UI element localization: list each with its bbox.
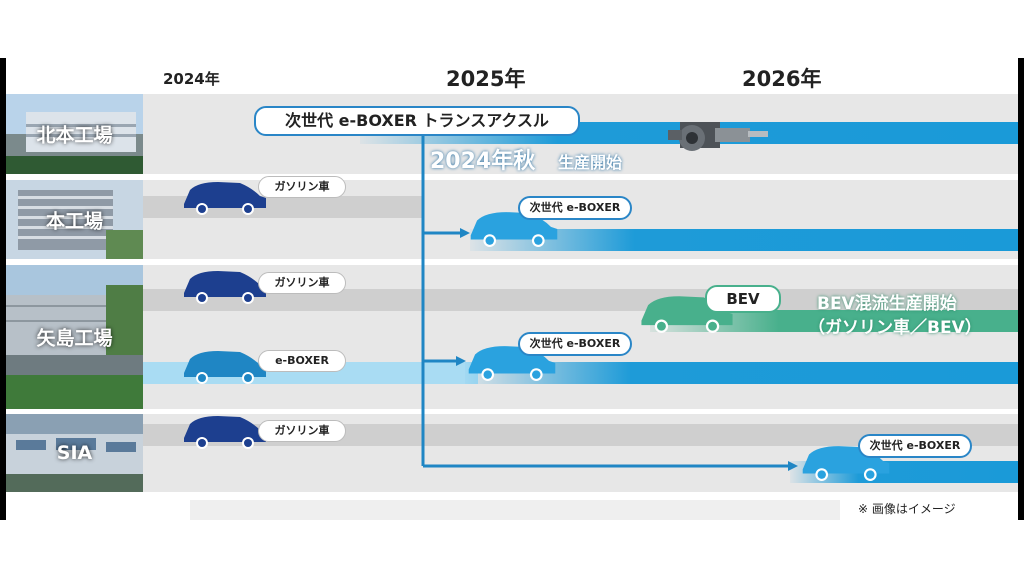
lane-sia-gasoline [143,424,1018,446]
transaxle-start-year: 2024年秋 [430,149,536,174]
tag-yajima-gasoline: ガソリン車 [258,272,346,294]
flow-bev-mixed [650,310,1018,332]
tag-yajima-next-eboxer: 次世代 e-BOXER [518,332,632,356]
site-honko: 本工場 [6,180,143,259]
flow-yajima-next-eboxer [465,362,1018,384]
tag-sia-next-eboxer: 次世代 e-BOXER [858,434,972,458]
car-sia-gasoline [184,416,266,449]
bev-mixed-line1: BEV混流生産開始 [817,294,957,314]
year-2026: 2026年 [742,67,822,91]
car-honko-gasoline [184,182,266,215]
year-2024: 2024年 [163,70,220,88]
image-note: ※ 画像はイメージ [858,502,956,516]
lane-yajima-gasoline [143,289,1018,311]
right-border [1018,58,1024,520]
bev-mixed-line2: （ガソリン車／BEV） [808,318,982,338]
tag-bev: BEV [705,285,781,313]
tag-sia-gasoline: ガソリン車 [258,420,346,442]
site-kitamoto: 北本工場 [6,94,143,174]
site-name-yajima: 矢島工場 [36,327,113,350]
tag-honko-gasoline: ガソリン車 [258,176,346,198]
tag-honko-next-eboxer: 次世代 e-BOXER [518,196,632,220]
car-yajima-gasoline [184,271,266,304]
transaxle-start-suffix: 生産開始 [558,153,623,172]
site-name-honko: 本工場 [45,210,103,232]
transaxle-image [668,122,768,151]
site-name-sia: SIA [56,442,93,464]
left-border [0,58,6,520]
transaxle-label: 次世代 e-BOXER トランスアクスル [254,106,580,136]
car-yajima-eboxer [184,351,266,384]
year-2025: 2025年 [446,67,526,91]
bottom-shadow [190,500,840,520]
flow-honko-next-eboxer [470,229,1018,251]
tag-yajima-eboxer: e-BOXER [258,350,346,372]
site-name-kitamoto: 北本工場 [36,124,113,147]
site-sia: SIA [6,414,143,492]
site-yajima: 矢島工場 [6,265,143,409]
